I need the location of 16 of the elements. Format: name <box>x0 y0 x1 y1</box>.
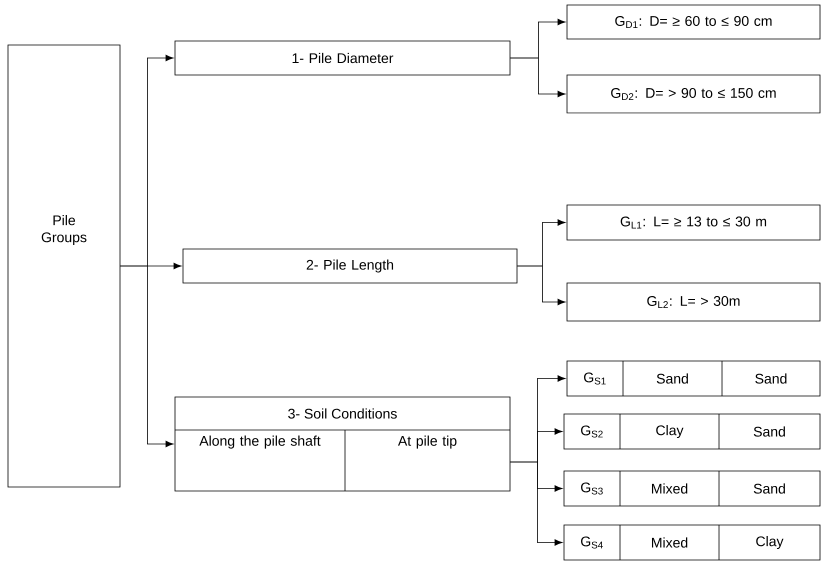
table-row: G$_{S4}$ Mixed Clay <box>564 524 820 560</box>
group-box: G$_{L2}$: L= > 30m <box>566 282 820 322</box>
table-row: G$_{S3}$ Mixed Sand <box>564 470 820 506</box>
group-box: G$_{D1}$: D= ≥ 60 to ≤ 90 cm <box>566 4 820 40</box>
arrow <box>510 462 562 546</box>
category-box: 2- Pile Length <box>182 248 518 284</box>
arrow <box>517 266 566 306</box>
category-box: 1- Pile Diameter <box>174 40 510 76</box>
arrow <box>120 266 174 448</box>
table-row: G$_{S2}$ Clay Sand <box>564 414 820 450</box>
table-box: 3- Soil Conditions Along the pile shaft At pile tip <box>174 396 510 492</box>
table-row: G$_{S1}$ Sand Sand <box>566 360 820 396</box>
group-box: G$_{L1}$: L= ≥ 13 to ≤ 30 m <box>566 204 820 240</box>
group-box: Pile Groups <box>8 44 120 488</box>
arrow <box>510 58 566 98</box>
group-box: G$_{D2}$: D= > 90 to ≤ 150 cm <box>566 74 820 114</box>
